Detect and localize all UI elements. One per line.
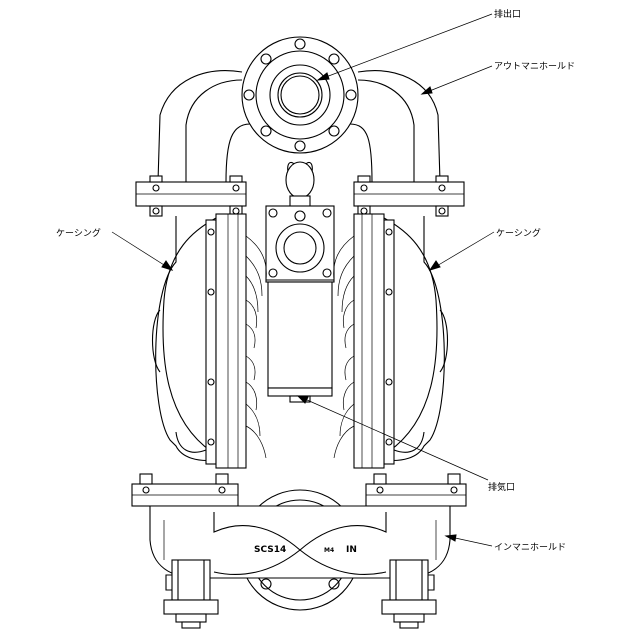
air-valve xyxy=(266,162,334,282)
bottom-flange-left xyxy=(132,474,238,506)
label-out-manifold: アウトマニホールド xyxy=(494,61,575,72)
top-flange-left xyxy=(136,176,246,216)
casing-left xyxy=(153,214,267,468)
foot-right xyxy=(382,560,436,628)
label-casing-left: ケーシング xyxy=(56,227,101,239)
foot-left xyxy=(164,560,218,628)
label-outlet: 排出口 xyxy=(494,8,521,20)
top-flange-right xyxy=(354,176,464,216)
direction-mark: IN xyxy=(346,545,357,555)
material-mark: SCS14 xyxy=(254,545,286,555)
size-mark: M4 xyxy=(324,547,334,554)
label-casing-right: ケーシング xyxy=(496,227,541,239)
label-exhaust: 排気口 xyxy=(488,481,515,493)
outlet-flange xyxy=(242,37,358,153)
bottom-flange-right xyxy=(366,474,466,506)
casing-right xyxy=(334,214,448,468)
center-body xyxy=(268,282,332,402)
label-in-manifold: インマニホールド xyxy=(494,542,566,553)
